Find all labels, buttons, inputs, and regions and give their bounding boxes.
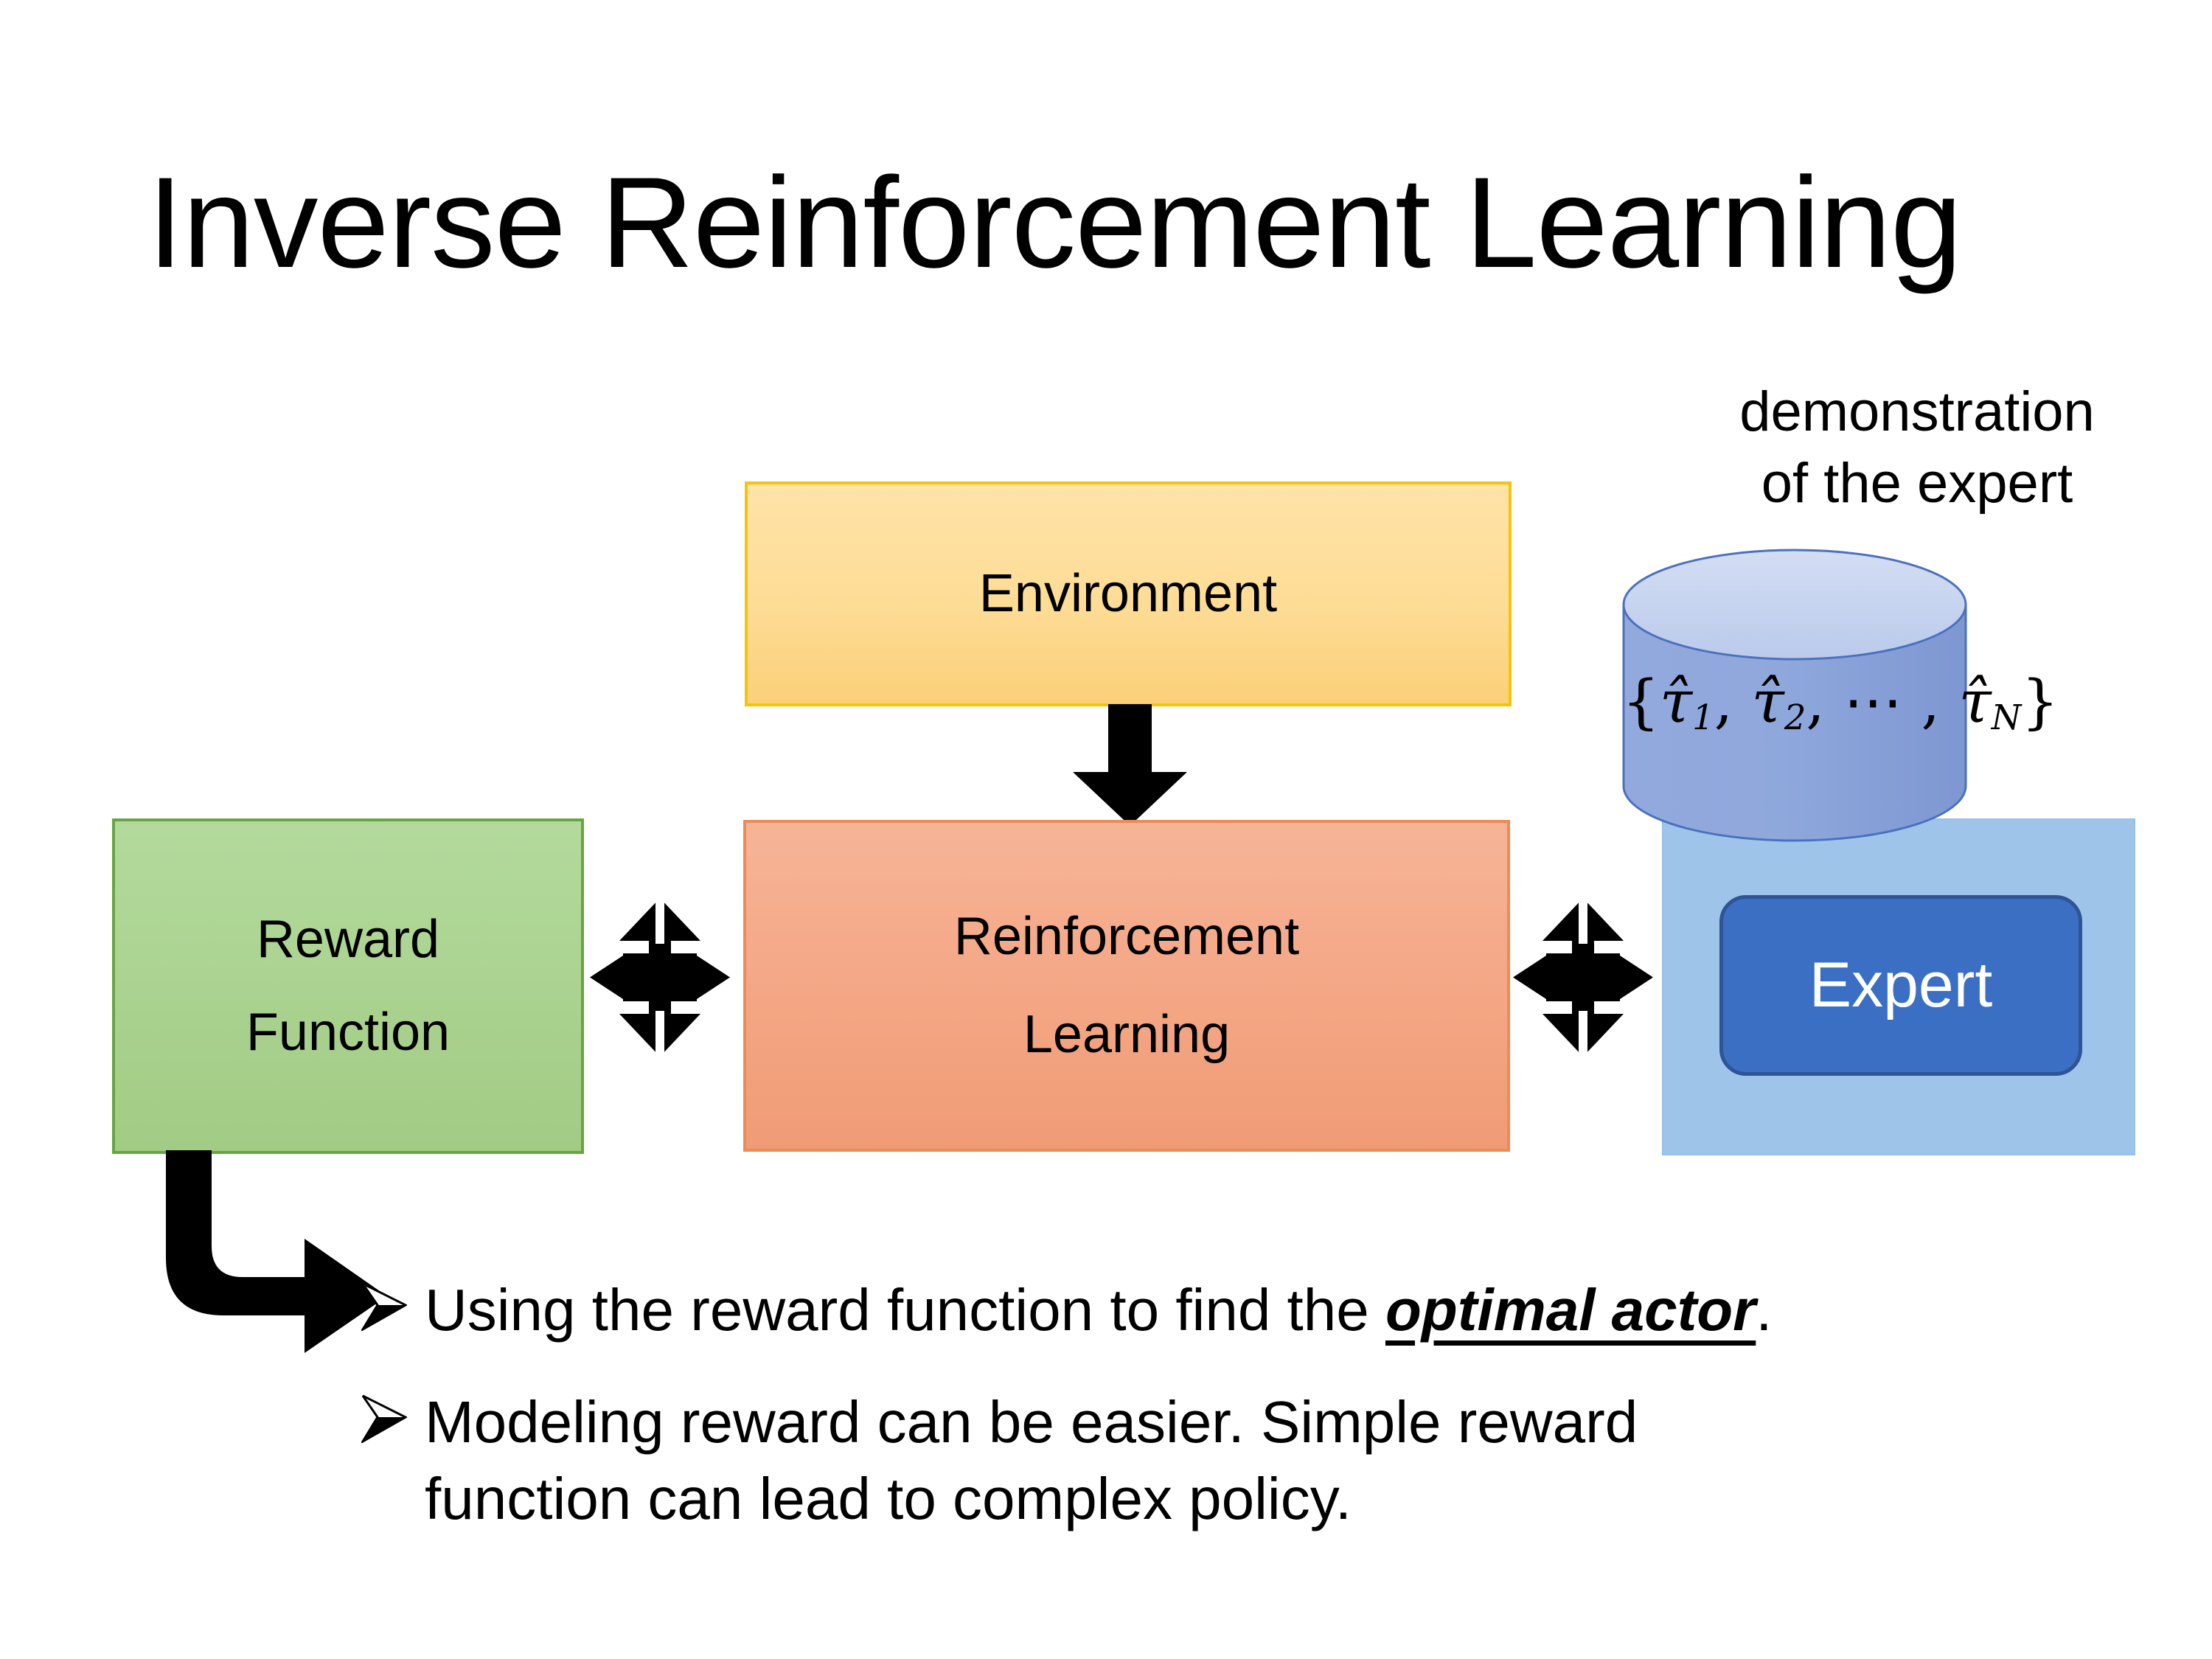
bullet-2-text-before: Modeling reward can be easier. Simple re…	[425, 1389, 1638, 1455]
bullet-list: Using the reward function to find the op…	[359, 1272, 2057, 1573]
list-item: Using the reward function to find the op…	[359, 1272, 2057, 1349]
bullet-1-text-after: .	[1756, 1277, 1773, 1343]
environment-box-label: Environment	[978, 563, 1278, 623]
elbow-arrow-icon	[166, 1150, 387, 1353]
reward-box-label-line1: Reward	[256, 910, 440, 970]
demonstration-cylinder-icon	[1622, 544, 1967, 846]
formula-open-brace: {	[1622, 667, 1660, 736]
reward-function-box[interactable]: Reward Function	[112, 818, 584, 1154]
formula-sub-n: N	[1991, 698, 2022, 738]
expert-chip[interactable]: Expert	[1719, 895, 2082, 1076]
list-item-text: Using the reward function to find the op…	[425, 1272, 1773, 1349]
left-right-arrow-icon-2	[1513, 898, 1653, 1057]
rl-box-label-line1: Reinforcement	[953, 906, 1300, 966]
list-item-text-2: Modeling reward can be easier. Simple re…	[425, 1384, 1638, 1537]
demonstration-set-formula: {τ̂1, τ̂2, ⋯ , τ̂N}	[1622, 667, 2059, 738]
bullet-arrow-icon	[359, 1272, 425, 1335]
reward-box-label-line2: Function	[246, 1002, 451, 1062]
formula-sub-1: 1	[1692, 698, 1714, 738]
rl-box-label-line2: Learning	[1023, 1005, 1231, 1064]
environment-box[interactable]: Environment	[745, 481, 1512, 706]
list-item: Modeling reward can be easier. Simple re…	[359, 1384, 2057, 1537]
demonstration-caption: demonstration of the expert	[1652, 376, 2183, 520]
formula-tau-1: τ̂	[1659, 667, 1693, 736]
reinforcement-learning-box[interactable]: Reinforcement Learning	[743, 820, 1510, 1152]
demonstration-caption-line1: demonstration	[1739, 380, 2095, 443]
bullet-1-text-before: Using the reward function to find the	[425, 1277, 1385, 1343]
formula-tau-2: τ̂	[1751, 667, 1784, 736]
formula-sep-2: , ⋯ ,	[1806, 667, 1959, 736]
page-title: Inverse Reinforcement Learning	[147, 151, 1962, 295]
rl-box-line-gap	[954, 972, 1299, 1000]
bullet-1-emphasis: optimal actor	[1385, 1277, 1756, 1343]
formula-sub-2: 2	[1784, 698, 1806, 738]
rl-box-labels: Reinforcement Learning	[954, 902, 1299, 1070]
reward-box-line-gap	[246, 975, 450, 998]
expert-chip-label: Expert	[1809, 950, 1993, 1020]
reward-box-labels: Reward Function	[246, 905, 450, 1067]
bullet-arrow-icon-2	[359, 1384, 425, 1447]
formula-tau-n: τ̂	[1958, 667, 1992, 736]
formula-sep-1: ,	[1714, 667, 1752, 736]
down-arrow-icon	[1073, 704, 1187, 826]
bullet-2-line2: function can lead to complex policy.	[425, 1466, 1352, 1531]
formula-close-brace: }	[2021, 667, 2059, 736]
demonstration-caption-line2: of the expert	[1761, 452, 2073, 515]
left-right-arrow-icon	[590, 898, 730, 1057]
